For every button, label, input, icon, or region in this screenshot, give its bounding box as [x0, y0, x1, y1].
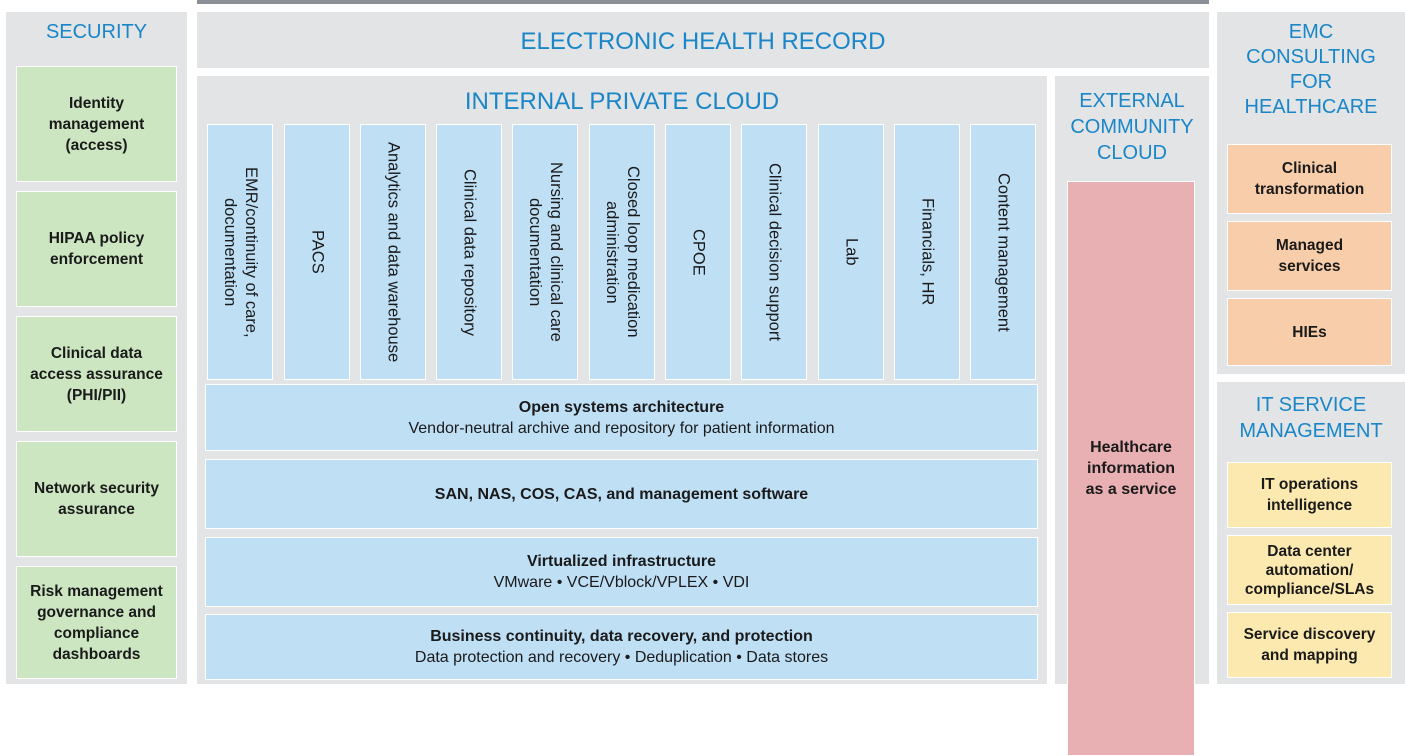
layer-storage[interactable]: SAN, NAS, COS, CAS, and management softw… — [205, 459, 1038, 529]
app-emr[interactable]: EMR/continuity of care, documentation — [207, 124, 273, 380]
app-clinical-data-repository[interactable]: Clinical data repository — [436, 124, 502, 380]
app-emr-label: EMR/continuity of care, documentation — [221, 166, 260, 338]
itsm-panel: IT SERVICE MANAGEMENT IT operations inte… — [1217, 382, 1405, 684]
app-pacs-label: PACS — [308, 230, 327, 274]
security-item-hipaa[interactable]: HIPAA policy enforcement — [16, 191, 177, 307]
layer-virtualized-sub: VMware • VCE/Vblock/VPLEX • VDI — [493, 574, 750, 591]
security-panel: SECURITY Identity management (access) HI… — [6, 12, 187, 684]
app-medication[interactable]: Closed loop medication administration — [589, 124, 655, 380]
itsm-item-automation[interactable]: Data center automation/ compliance/SLAs — [1227, 535, 1392, 605]
app-nursing-label: Nursing and clinical care documentation — [526, 162, 565, 342]
layer-business-continuity-sub: Data protection and recovery • Deduplica… — [414, 649, 829, 666]
security-item-clinical-access[interactable]: Clinical data access assurance (PHI/PII) — [16, 316, 177, 432]
private-cloud-heading: INTERNAL PRIVATE CLOUD — [464, 88, 780, 115]
app-financials[interactable]: Financials, HR — [894, 124, 960, 380]
app-cpoe[interactable]: CPOE — [665, 124, 731, 380]
layer-business-continuity-title: Business continuity, data recovery, and … — [430, 628, 813, 645]
app-content-management[interactable]: Content management — [970, 124, 1036, 380]
app-medication-label: Closed loop medication administration — [603, 166, 642, 338]
consulting-panel: EMC CONSULTING FOR HEALTHCARE Clinical t… — [1217, 12, 1405, 374]
security-item-network[interactable]: Network security assurance — [16, 441, 177, 557]
security-heading: SECURITY — [45, 21, 148, 43]
app-content-management-label: Content management — [994, 172, 1013, 332]
layer-virtualized-title: Virtualized infrastructure — [526, 553, 717, 570]
itsm-item-operations[interactable]: IT operations intelligence — [1227, 462, 1392, 528]
security-item-risk[interactable]: Risk management governance and complianc… — [16, 566, 177, 679]
ehr-banner: ELECTRONIC HEALTH RECORD — [197, 12, 1209, 68]
layer-open-systems-sub: Vendor-neutral archive and repository fo… — [408, 419, 835, 437]
app-financials-label: Financials, HR — [918, 198, 937, 306]
app-lab-label: Lab — [842, 238, 861, 266]
consulting-item-clinical-transformation[interactable]: Clinical transformation — [1227, 144, 1392, 214]
itsm-item-discovery[interactable]: Service discovery and mapping — [1227, 612, 1392, 678]
app-clinical-data-repository-label: Clinical data repository — [460, 168, 479, 336]
ehr-heading: ELECTRONIC HEALTH RECORD — [520, 28, 886, 55]
consulting-item-hies[interactable]: HIEs — [1227, 298, 1392, 366]
app-decision-support[interactable]: Clinical decision support — [741, 124, 807, 380]
app-analytics-label: Analytics and data warehouse — [384, 141, 403, 363]
layer-open-systems[interactable]: Open systems architecture Vendor-neutral… — [205, 384, 1038, 451]
consulting-heading: EMC CONSULTING FOR HEALTHCARE — [1244, 21, 1378, 118]
app-decision-support-label: Clinical decision support — [765, 163, 784, 341]
community-item-hiaas[interactable]: Healthcare information as a service — [1067, 181, 1195, 756]
top-image-strip — [197, 0, 1209, 4]
layer-open-systems-title: Open systems architecture — [518, 398, 725, 416]
community-cloud-panel: EXTERNAL COMMUNITY CLOUD Healthcare info… — [1055, 76, 1209, 756]
layer-virtualized[interactable]: Virtualized infrastructure VMware • VCE/… — [205, 537, 1038, 607]
app-analytics[interactable]: Analytics and data warehouse — [360, 124, 426, 380]
app-lab[interactable]: Lab — [818, 124, 884, 380]
consulting-item-managed-services[interactable]: Managed services — [1227, 221, 1392, 291]
app-nursing[interactable]: Nursing and clinical care documentation — [512, 124, 578, 380]
app-cpoe-label: CPOE — [689, 228, 708, 276]
layer-storage-title: SAN, NAS, COS, CAS, and management softw… — [434, 485, 809, 503]
security-item-identity[interactable]: Identity management (access) — [16, 66, 177, 182]
app-pacs[interactable]: PACS — [284, 124, 350, 380]
community-cloud-heading: EXTERNAL COMMUNITY CLOUD — [1070, 90, 1194, 164]
itsm-heading: IT SERVICE MANAGEMENT — [1239, 394, 1383, 442]
layer-business-continuity[interactable]: Business continuity, data recovery, and … — [205, 614, 1038, 680]
